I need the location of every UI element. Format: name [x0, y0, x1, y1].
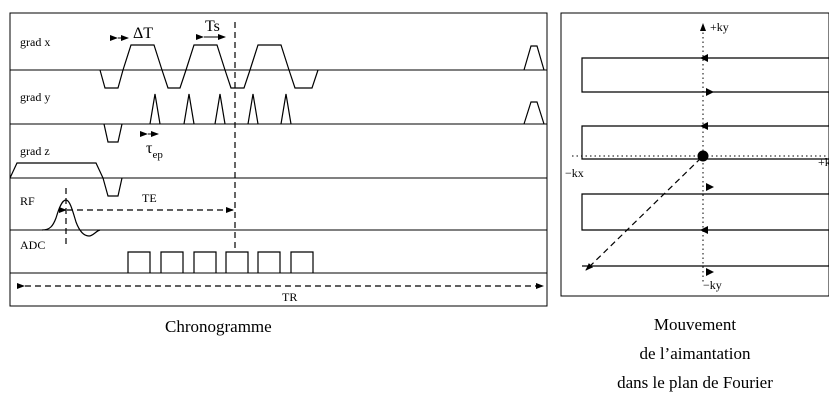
row-label-grad-z: grad z — [20, 144, 50, 158]
grad-z-rephaser — [102, 177, 123, 197]
epi-trajectory — [581, 57, 829, 267]
kspace-panel: +ky −ky −kx +kx Mouvement de l’aimantati… — [560, 12, 829, 392]
row-label-grad-y: grad y — [20, 90, 50, 104]
row-label-grad-x: grad x — [20, 35, 50, 49]
direction-arrow — [706, 183, 714, 191]
grad-y-blip — [280, 93, 292, 125]
row-label-rf: RF — [20, 194, 35, 208]
delta-t-label: ΔT — [133, 25, 153, 42]
rf-pulse — [41, 199, 101, 237]
grad-y-spoiler — [523, 101, 545, 125]
grad-z-slice-select — [9, 162, 104, 179]
kspace-caption-line-1: Mouvement — [654, 315, 736, 334]
chronogram-panel: grad x grad y grad z RF ADC TE — [9, 12, 548, 336]
adc-window — [290, 251, 314, 273]
plus-kx-label: +kx — [818, 155, 829, 169]
adc-window — [127, 251, 151, 273]
adc-window — [225, 251, 249, 273]
minus-ky-label: −ky — [703, 278, 722, 292]
kspace-caption-line-3: dans le plan de Fourier — [617, 373, 773, 392]
tr-label: TR — [282, 290, 297, 304]
chronogram-caption: Chronogramme — [165, 317, 272, 336]
minus-kx-label: −kx — [565, 166, 584, 180]
grad-x-waveform — [99, 44, 319, 89]
row-label-adc: ADC — [20, 238, 45, 252]
ts-label: Ts — [205, 18, 220, 35]
grad-y-blip — [149, 93, 161, 125]
chronogram-frame — [9, 12, 548, 307]
tau-ep-label: τep — [146, 140, 163, 161]
direction-arrow — [706, 88, 714, 96]
grad-y-blip — [247, 93, 259, 125]
adc-window — [257, 251, 281, 273]
grad-y-prephaser — [103, 123, 123, 143]
ky-axis-arrowhead — [700, 23, 706, 31]
direction-arrow — [700, 226, 708, 234]
te-label: TE — [142, 191, 157, 205]
kspace-center-dot — [697, 150, 709, 162]
kspace-caption-line-2: de l’aimantation — [640, 344, 751, 363]
direction-arrow — [700, 54, 708, 62]
grad-x-spoiler — [523, 45, 545, 71]
grad-y-blip — [214, 93, 226, 125]
direction-arrow — [706, 268, 714, 276]
prephase-path — [585, 157, 702, 271]
adc-window — [160, 251, 184, 273]
direction-arrow — [700, 122, 708, 130]
plus-ky-label: +ky — [710, 20, 729, 34]
grad-y-blip — [183, 93, 195, 125]
adc-window — [193, 251, 217, 273]
kspace-frame — [560, 12, 829, 297]
